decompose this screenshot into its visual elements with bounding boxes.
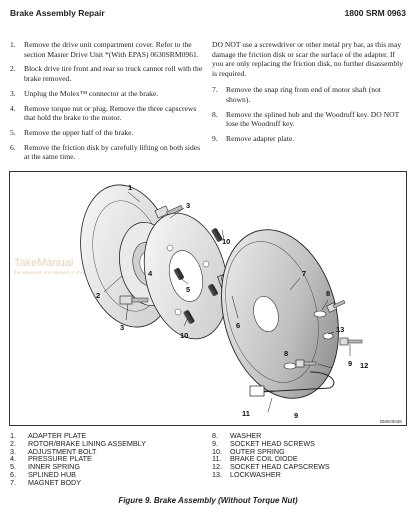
callout-5: 5 bbox=[186, 285, 190, 294]
callout-7: 7 bbox=[302, 269, 306, 278]
socket-head-capscrew bbox=[339, 337, 363, 346]
inner-spring bbox=[174, 268, 184, 280]
parts-legend-right: 8.WASHER 9.SOCKET HEAD SCREWS 10.OUTER S… bbox=[212, 432, 408, 479]
instructions-right-column: DO NOT use a screwdriver or other metal … bbox=[212, 40, 406, 149]
step-item: 4.Remove torque nut or plug. Remove the … bbox=[10, 103, 197, 123]
legend-item: 12.SOCKET HEAD CAPSCREWS bbox=[212, 462, 330, 472]
instructions-left-column: 1.Remove the drive unit compartment cove… bbox=[10, 40, 206, 167]
legend-item: 13.LOCKWASHER bbox=[212, 469, 281, 479]
step-item: 2.Block drive tire front and rear so tru… bbox=[10, 64, 203, 83]
watermark: TakeManual bbox=[14, 257, 73, 269]
magnet-body bbox=[221, 229, 339, 399]
callout-6: 6 bbox=[236, 321, 240, 330]
section-title: Brake Assembly Repair bbox=[10, 8, 105, 18]
step-item: 9.Remove adapter plate. bbox=[212, 134, 295, 144]
step-item: 8.Remove the splined hub and the Woodruf… bbox=[212, 109, 400, 129]
legend-item: 5.INNER SPRING bbox=[10, 462, 80, 472]
inner-spring bbox=[208, 284, 218, 296]
callout-13: 13 bbox=[336, 325, 344, 334]
brake-assembly-figure: TakeManual the watermark only appears on… bbox=[9, 171, 407, 426]
callout-4: 4 bbox=[148, 269, 153, 278]
legend-item: 4.PRESSURE PLATE bbox=[10, 454, 92, 464]
callout-8b: 8 bbox=[284, 349, 288, 358]
figure-id: BM040036 bbox=[380, 419, 402, 424]
legend-item: 10.OUTER SPRING bbox=[212, 446, 285, 456]
legend-item: 11.BRAKE COIL DIODE bbox=[212, 454, 298, 464]
legend-item: 2.ROTOR/BRAKE LINING ASSEMBLY bbox=[10, 438, 146, 448]
document-number: 1800 SRM 0963 bbox=[344, 8, 406, 18]
outer-spring bbox=[183, 310, 195, 324]
step-item: 6.Remove the friction disk by carefully … bbox=[10, 142, 201, 162]
washer bbox=[313, 310, 327, 318]
callout-10b: 10 bbox=[180, 331, 188, 340]
callout-1: 1 bbox=[128, 183, 132, 192]
callout-3b: 3 bbox=[120, 323, 124, 332]
callout-12: 12 bbox=[360, 361, 368, 370]
callout-8: 8 bbox=[326, 289, 330, 298]
adjustment-bolt bbox=[119, 295, 149, 305]
legend-item: 1.ADAPTER PLATE bbox=[10, 431, 87, 440]
legend-item: 3.ADJUSTMENT BOLT bbox=[10, 446, 97, 456]
pressure-plate bbox=[143, 212, 229, 340]
page-header: Brake Assembly Repair 1800 SRM 0963 bbox=[10, 8, 406, 22]
lockwasher bbox=[322, 332, 334, 340]
washer bbox=[283, 362, 297, 370]
parts-legend-left: 1.ADAPTER PLATE 2.ROTOR/BRAKE LINING ASS… bbox=[10, 432, 210, 487]
figure-caption: Figure 9. Brake Assembly (Without Torque… bbox=[118, 496, 298, 505]
legend-item: 6.SPLINED HUB bbox=[10, 469, 76, 479]
exploded-view-drawing: TakeManual the watermark only appears on… bbox=[14, 183, 402, 424]
watermark-note: the watermark only appears on this sampl… bbox=[14, 270, 100, 275]
socket-head-screw bbox=[326, 299, 346, 313]
socket-head-screw bbox=[295, 359, 317, 368]
step-item: 5.Remove the upper half of the brake. bbox=[10, 127, 134, 137]
callout-9b: 9 bbox=[294, 411, 298, 420]
callout-3: 3 bbox=[186, 201, 190, 210]
callout-2: 2 bbox=[96, 291, 100, 300]
callout-10: 10 bbox=[222, 237, 230, 246]
step-item: 1.Remove the drive unit compartment cove… bbox=[10, 40, 199, 59]
step-item: 3.Unplug the Molex™ connector at the bra… bbox=[10, 88, 159, 98]
callout-11: 11 bbox=[242, 409, 250, 418]
step-6-continued: DO NOT use a screwdriver or other metal … bbox=[212, 40, 404, 78]
legend-item: 7.MAGNET BODY bbox=[10, 477, 81, 487]
callout-9: 9 bbox=[348, 359, 352, 368]
adjustment-bolt bbox=[154, 205, 183, 219]
legend-item: 8.WASHER bbox=[212, 431, 262, 440]
brake-coil-diode bbox=[249, 371, 335, 397]
legend-item: 9.SOCKET HEAD SCREWS bbox=[212, 438, 315, 448]
leader-lines bbox=[103, 191, 351, 413]
outer-spring bbox=[211, 228, 223, 242]
step-item: 7.Remove the snap ring from end of motor… bbox=[212, 85, 382, 104]
